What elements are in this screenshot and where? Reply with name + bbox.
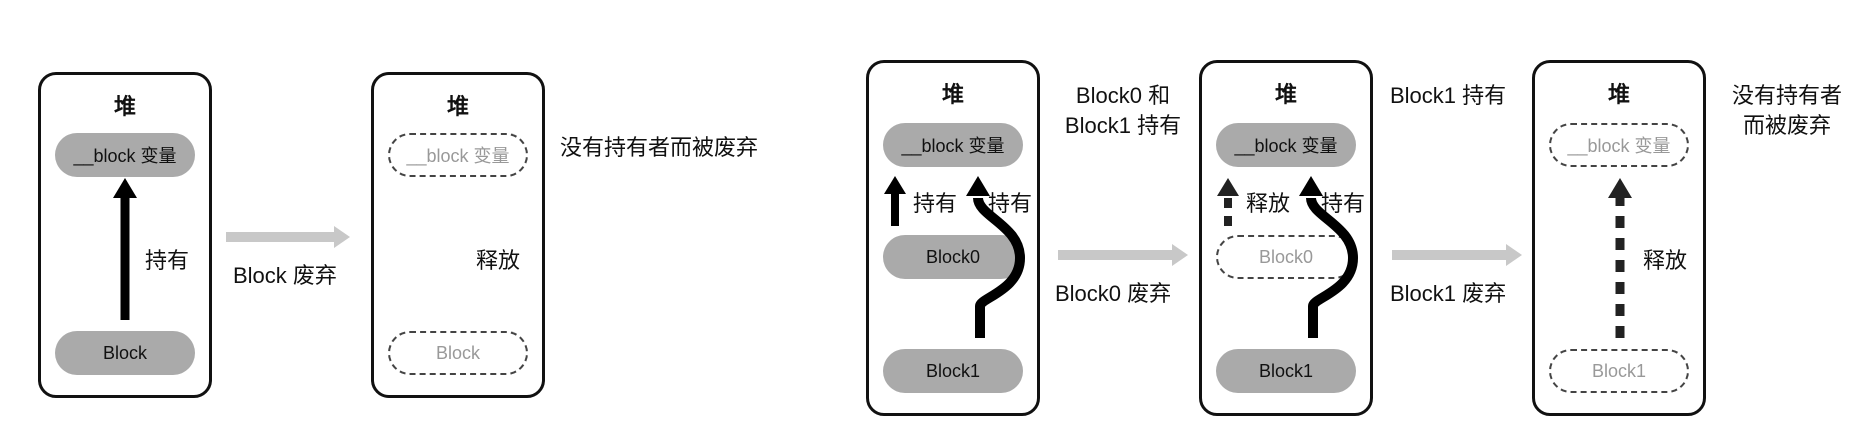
state1-note-line1: Block0 和 xyxy=(1075,83,1171,108)
hold-arrow-b-head xyxy=(966,176,990,196)
transition2-arrow-head xyxy=(1506,244,1522,266)
transition1-arrow-head xyxy=(1172,244,1188,266)
hold-label: 持有 xyxy=(145,248,190,273)
hold-label-a: 持有 xyxy=(913,191,958,216)
block: Block xyxy=(55,331,195,375)
hold-label-b: 持有 xyxy=(988,191,1033,216)
heap-title: 堆 xyxy=(1607,82,1630,107)
release-arrow-3-head xyxy=(1608,178,1632,198)
heap-title: 堆 xyxy=(1274,82,1297,107)
transition2-label: Block1 废弃 xyxy=(1390,281,1507,306)
hold-arrow-curve xyxy=(1306,196,1359,338)
block-discarded: Block xyxy=(388,331,528,375)
after-note: 没有持有者而被废弃 xyxy=(560,135,759,160)
transition1-label: Block0 废弃 xyxy=(1055,281,1172,306)
block1: Block1 xyxy=(1216,349,1356,393)
heap-box-1a: 堆 __block 变量 Block xyxy=(38,72,212,398)
heap-title: 堆 xyxy=(446,94,469,119)
state2-note: Block1 持有 xyxy=(1390,83,1507,108)
transition-arrow-shaft xyxy=(226,232,336,242)
release-arrow-head xyxy=(1217,178,1239,196)
block-variable-released: __block 变量 xyxy=(388,133,528,177)
transition2-arrow-shaft xyxy=(1392,250,1508,260)
block-variable: __block 变量 xyxy=(1216,123,1356,167)
release-label: 释放 xyxy=(1643,248,1688,273)
release-label: 释放 xyxy=(1246,191,1291,216)
release-label: 释放 xyxy=(476,248,521,273)
state1-note-line2: Block1 持有 xyxy=(1064,113,1182,138)
block-variable: __block 变量 xyxy=(883,123,1023,167)
transition-label: Block 废弃 xyxy=(233,263,337,288)
transition1-arrow-shaft xyxy=(1058,250,1174,260)
hold-arrow-a-head xyxy=(884,176,906,194)
block1-discarded: Block1 xyxy=(1549,349,1689,393)
hold-arrow-head xyxy=(1299,176,1323,196)
block1: Block1 xyxy=(883,349,1023,393)
block-variable: __block 变量 xyxy=(55,133,195,177)
hold-arrow-b-curve xyxy=(973,196,1026,338)
block-variable-released: __block 变量 xyxy=(1549,123,1689,167)
heap-title: 堆 xyxy=(113,94,136,119)
block0: Block0 xyxy=(883,235,1023,279)
hold-label: 持有 xyxy=(1321,191,1366,216)
hold-arrow-head xyxy=(113,178,137,198)
state3-note-line1: 没有持有者 xyxy=(1731,83,1842,108)
heap-box-1b: 堆 __block 变量 Block xyxy=(371,72,545,398)
transition-arrow-head xyxy=(334,226,350,248)
state3-note-line2: 而被废弃 xyxy=(1742,113,1831,138)
block0-discarded: Block0 xyxy=(1216,235,1356,279)
heap-title: 堆 xyxy=(941,82,964,107)
